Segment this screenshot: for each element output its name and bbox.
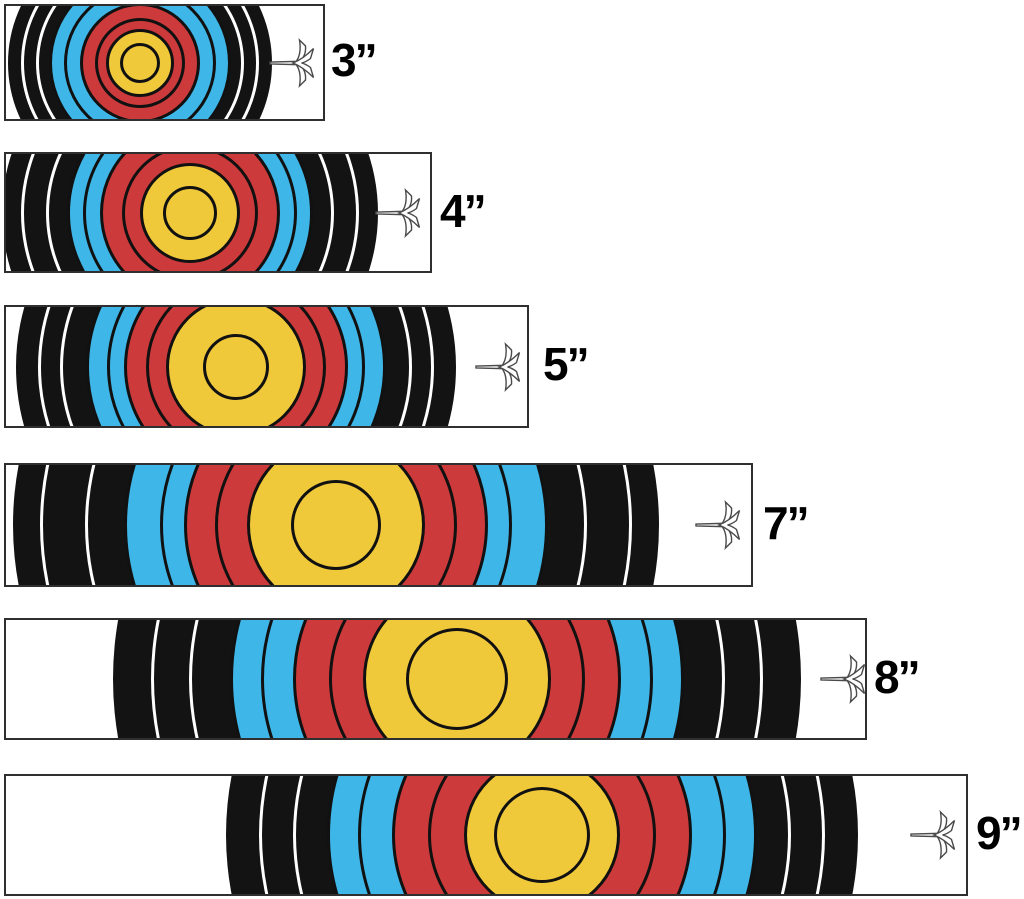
target-ring-red-divider bbox=[146, 307, 326, 426]
arrow-fletching-icon bbox=[375, 185, 423, 241]
size-label: 7” bbox=[763, 497, 810, 550]
target-ring-red-divider bbox=[215, 465, 457, 585]
target-strip bbox=[4, 463, 753, 587]
size-label: 9” bbox=[976, 807, 1023, 860]
target-ring-yellow bbox=[106, 28, 174, 97]
target-ring-ten bbox=[291, 480, 381, 570]
target-ring-ten bbox=[203, 333, 269, 400]
arrow-fletching-icon bbox=[475, 339, 523, 395]
target-ring-blue-divider bbox=[261, 620, 653, 738]
target-ring-blue-divider bbox=[64, 6, 216, 119]
target-ring-blue-divider bbox=[107, 307, 365, 426]
target-ring-red-divider bbox=[428, 776, 656, 894]
target-strip bbox=[4, 618, 867, 740]
size-label: 8” bbox=[874, 651, 921, 704]
target-ring-ten bbox=[163, 185, 217, 240]
target-ring-red-divider bbox=[122, 154, 258, 271]
size-label: 4” bbox=[440, 185, 487, 238]
target-ring-red-divider bbox=[95, 17, 185, 108]
target-ring-red-divider bbox=[329, 620, 585, 738]
target-strip bbox=[4, 152, 432, 273]
size-label: 3” bbox=[331, 34, 378, 87]
target-strip bbox=[4, 774, 968, 896]
size-label: 5” bbox=[543, 338, 590, 391]
target-ring-ten bbox=[120, 42, 160, 83]
target-ring-ten bbox=[494, 787, 590, 883]
target-strip bbox=[4, 4, 325, 121]
target-strip bbox=[4, 305, 529, 428]
target-ring-blue-divider bbox=[83, 154, 297, 271]
arrow-fletching-icon bbox=[695, 497, 743, 553]
arrow-fletching-icon bbox=[269, 35, 317, 91]
target-ring-blue-divider bbox=[160, 465, 512, 585]
target-ring-ten bbox=[406, 628, 508, 730]
arrow-fletching-icon bbox=[910, 807, 958, 863]
arrow-fletching-icon bbox=[820, 651, 865, 707]
target-ring-blue-divider bbox=[358, 776, 726, 894]
